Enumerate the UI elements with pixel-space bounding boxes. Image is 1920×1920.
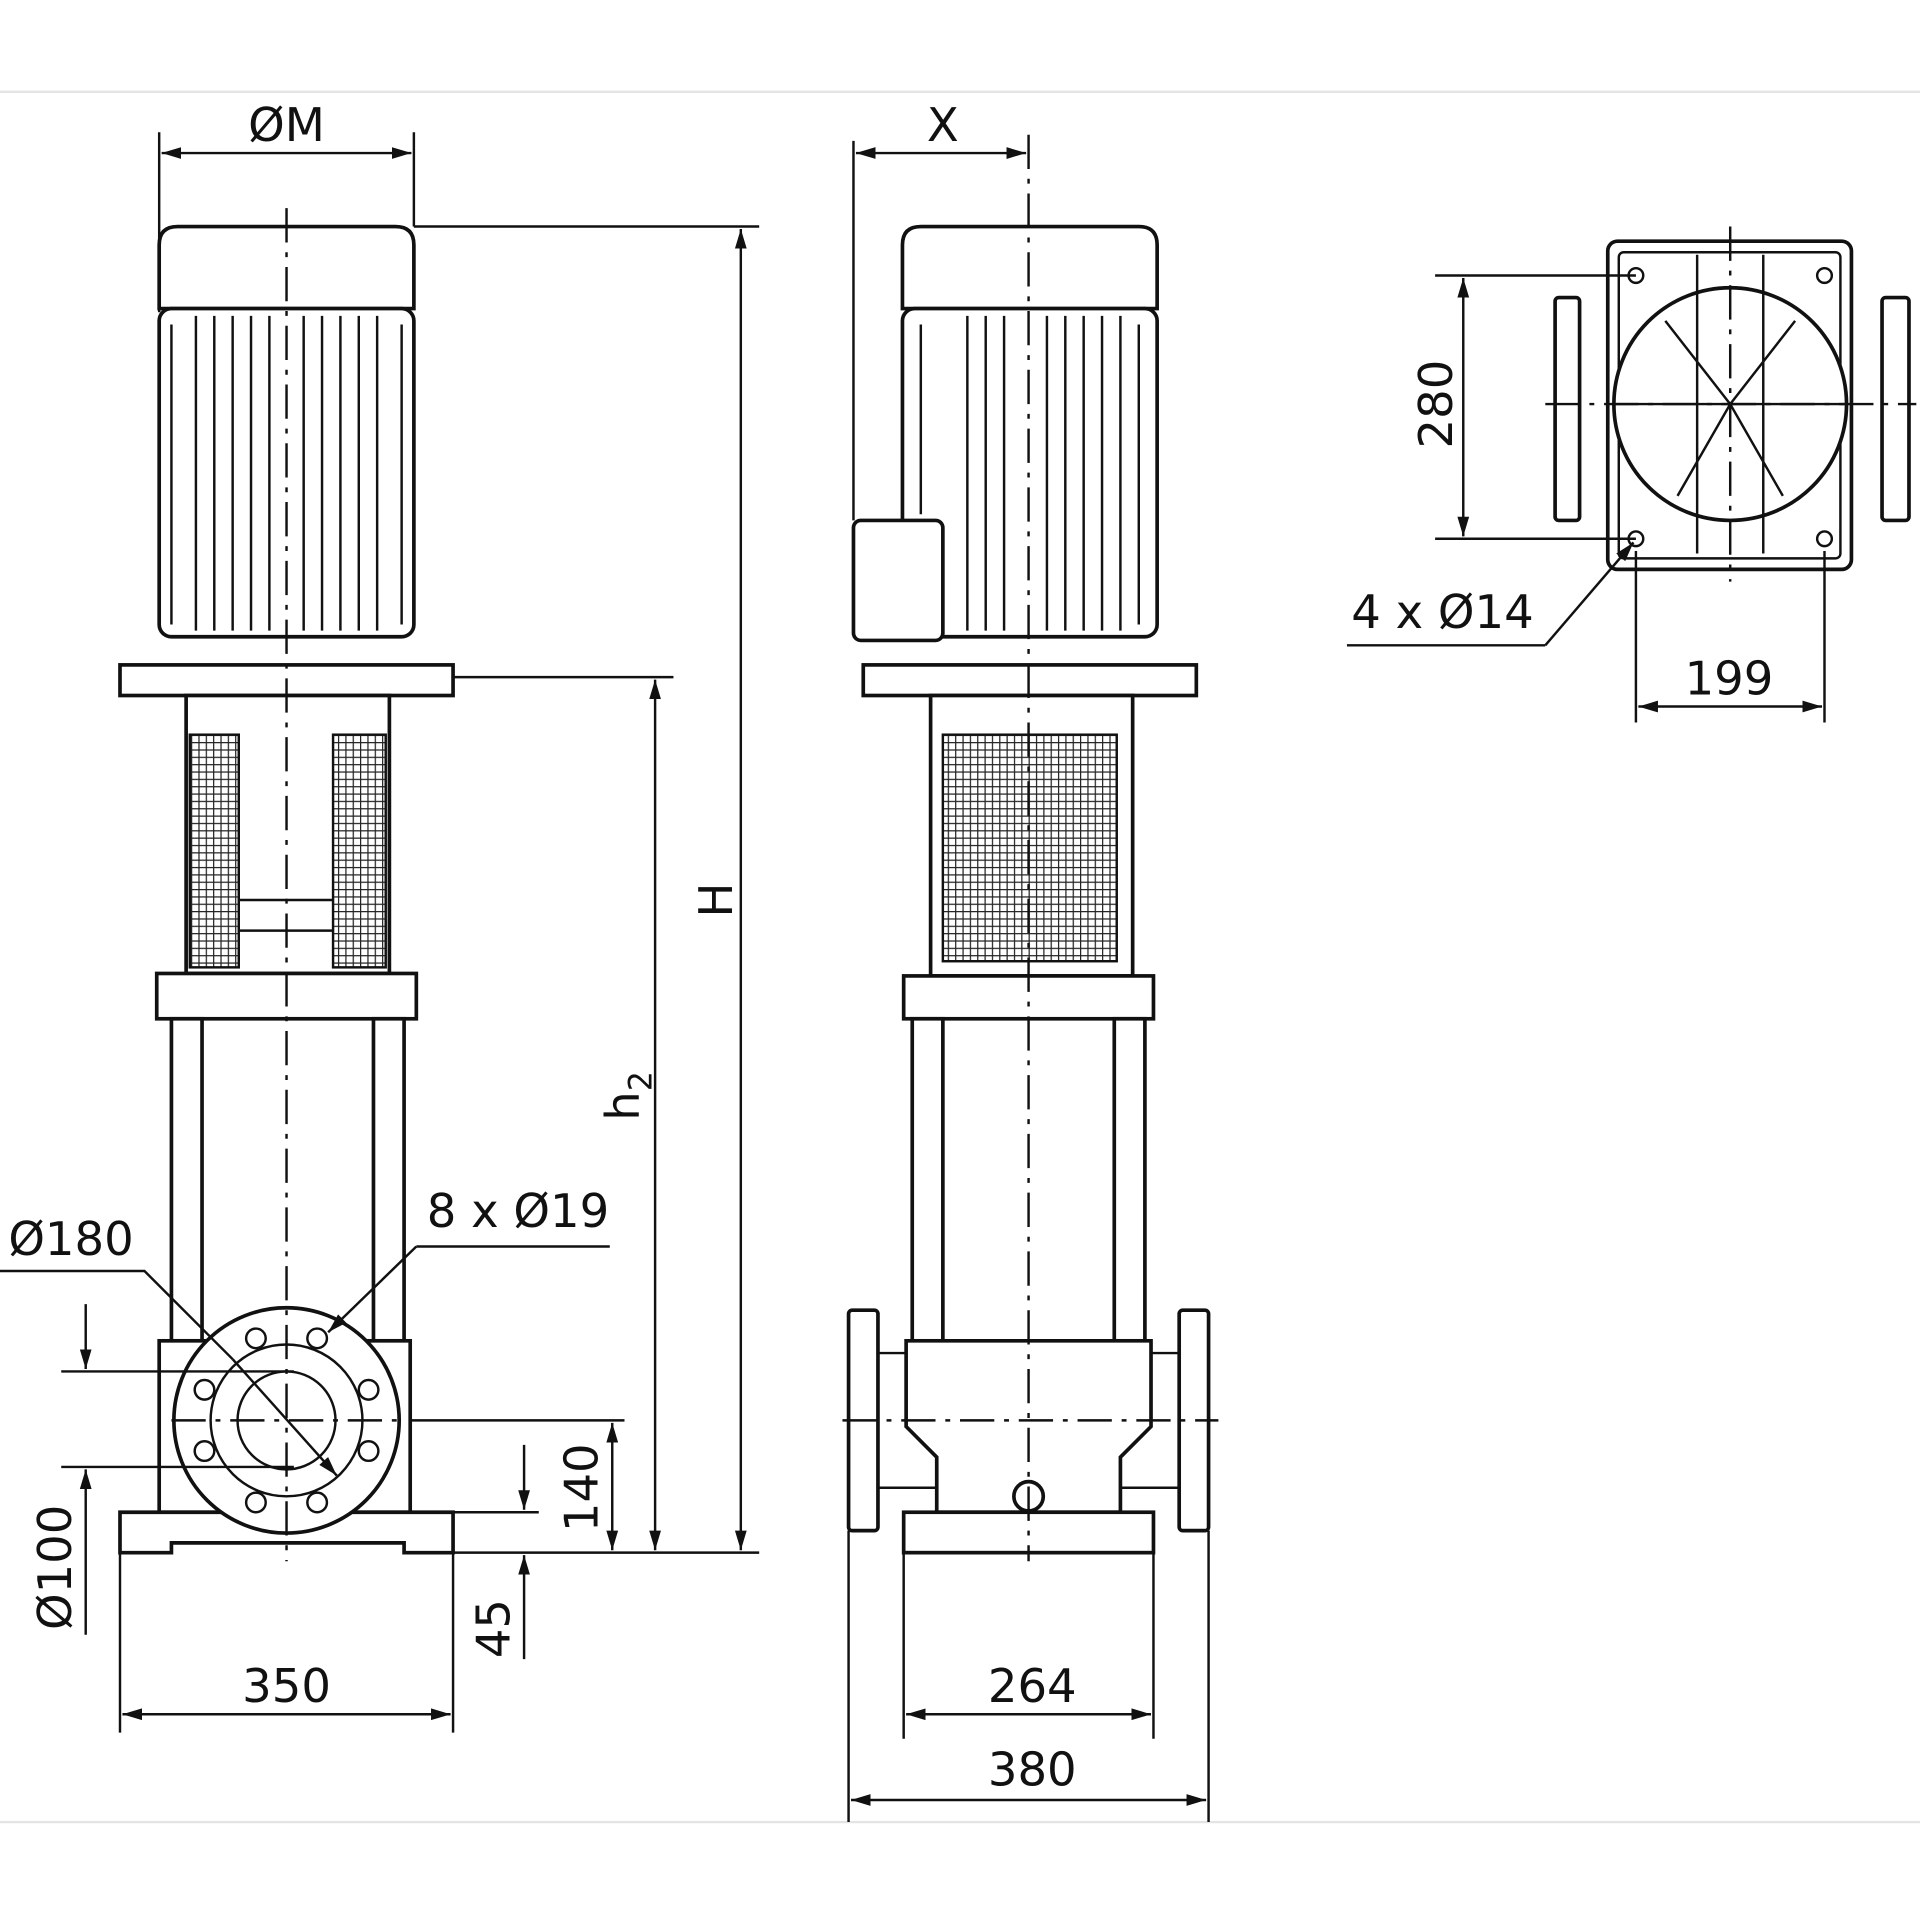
tie-rod <box>169 1016 204 1343</box>
tie-rod <box>371 1016 406 1343</box>
dim-flange-to-flange: 380 <box>988 1742 1077 1796</box>
tie-rod <box>910 1016 945 1343</box>
front-view <box>118 208 455 1562</box>
front-dimensions: ØM H h2 140 45 350 Ø100 Ø180 8 x Ø19 <box>0 98 760 1733</box>
dim-foot-spacing-depth: 280 <box>1409 360 1463 449</box>
side-dimensions: X 264 380 <box>847 98 1210 1823</box>
dim-foot-holes: 4 x Ø14 <box>1351 585 1533 639</box>
flange-left <box>1553 295 1582 523</box>
tie-rod <box>1112 1016 1147 1343</box>
dim-flange-bolts: 8 x Ø19 <box>427 1184 610 1238</box>
dim-base-height: 45 <box>466 1599 520 1658</box>
bolt-holes <box>193 1327 380 1514</box>
coupling-guard-mesh <box>331 733 387 969</box>
dim-foot-spacing-width: 199 <box>1685 651 1774 705</box>
dim-nominal-diameter: Ø100 <box>28 1505 82 1630</box>
dim-h2: h2 <box>596 1071 659 1121</box>
dim-axis-height: 140 <box>555 1443 609 1532</box>
terminal-box <box>851 518 945 643</box>
top-view <box>1545 226 1917 582</box>
side-view <box>842 134 1219 1562</box>
dim-base-inner-width: 264 <box>988 1659 1077 1713</box>
top-dimensions: 280 199 4 x Ø14 <box>1346 274 1826 723</box>
coupling-guard-mesh <box>188 733 240 969</box>
dim-base-width: 350 <box>242 1659 331 1713</box>
motor-fins <box>170 315 403 631</box>
dim-flange-pcd: Ø180 <box>8 1212 133 1266</box>
flange-right <box>1880 295 1911 523</box>
dim-x: X <box>927 98 959 152</box>
dim-motor-diameter: ØM <box>248 98 325 152</box>
dim-height: H <box>689 883 743 918</box>
